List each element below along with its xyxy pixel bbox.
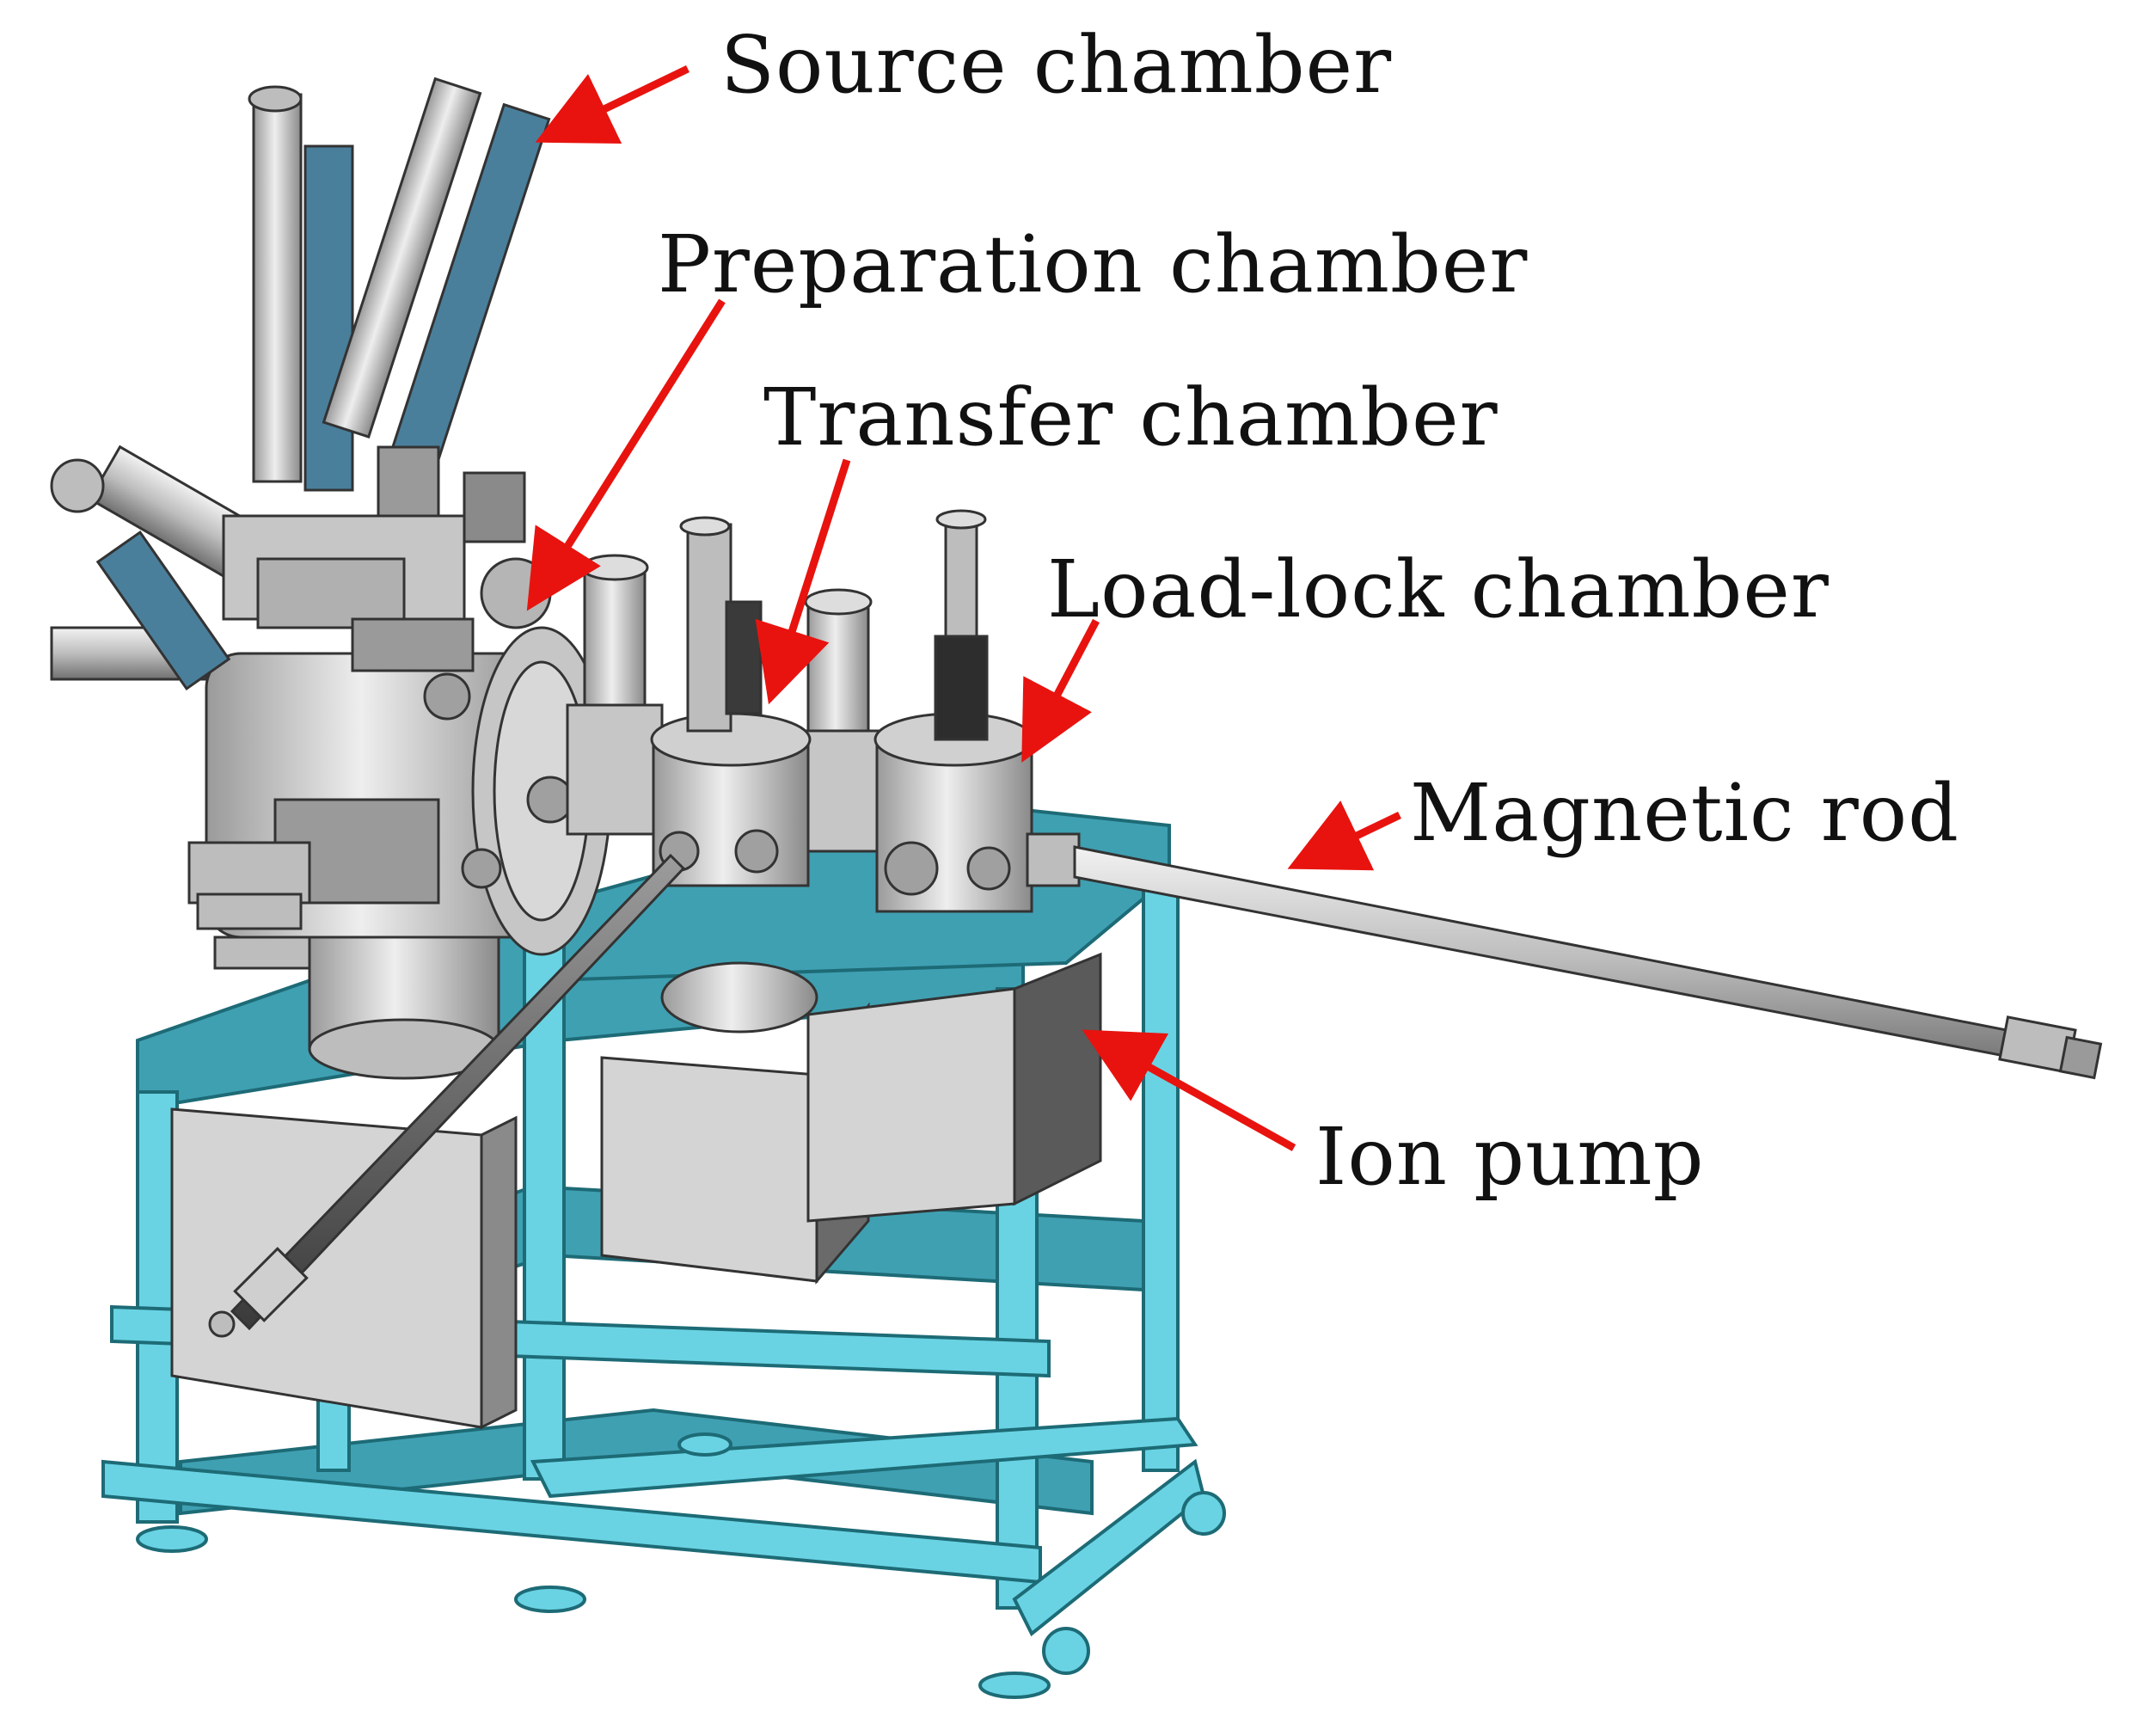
arrow-source [535, 64, 690, 144]
arrow-pump [1082, 1029, 1296, 1151]
arrow-rod [1287, 801, 1401, 871]
label-transfer-chamber: Transfer chamber [763, 371, 1499, 463]
label-preparation-chamber: Preparation chamber [658, 218, 1529, 310]
arrow-transfer [755, 458, 851, 705]
label-source-chamber: Source chamber [720, 19, 1393, 111]
ion-pump [170, 952, 1102, 1430]
source-chamber-cells [95, 77, 551, 691]
annotation-arrows [526, 64, 1401, 1151]
label-load-lock-chamber: Load-lock chamber [1047, 543, 1830, 635]
magnetic-rod [1073, 845, 2103, 1080]
transfer-chamber-body [650, 516, 812, 887]
label-magnetic-rod: Magnetic rod [1410, 767, 1960, 859]
preparation-chamber-body [50, 445, 612, 1080]
arrow-loadlock [1021, 618, 1100, 763]
transfer-rod [208, 853, 686, 1338]
load-lock-chamber-body [873, 509, 1081, 913]
arrow-preparation [526, 298, 726, 611]
label-ion-pump: Ion pump [1315, 1111, 1705, 1203]
